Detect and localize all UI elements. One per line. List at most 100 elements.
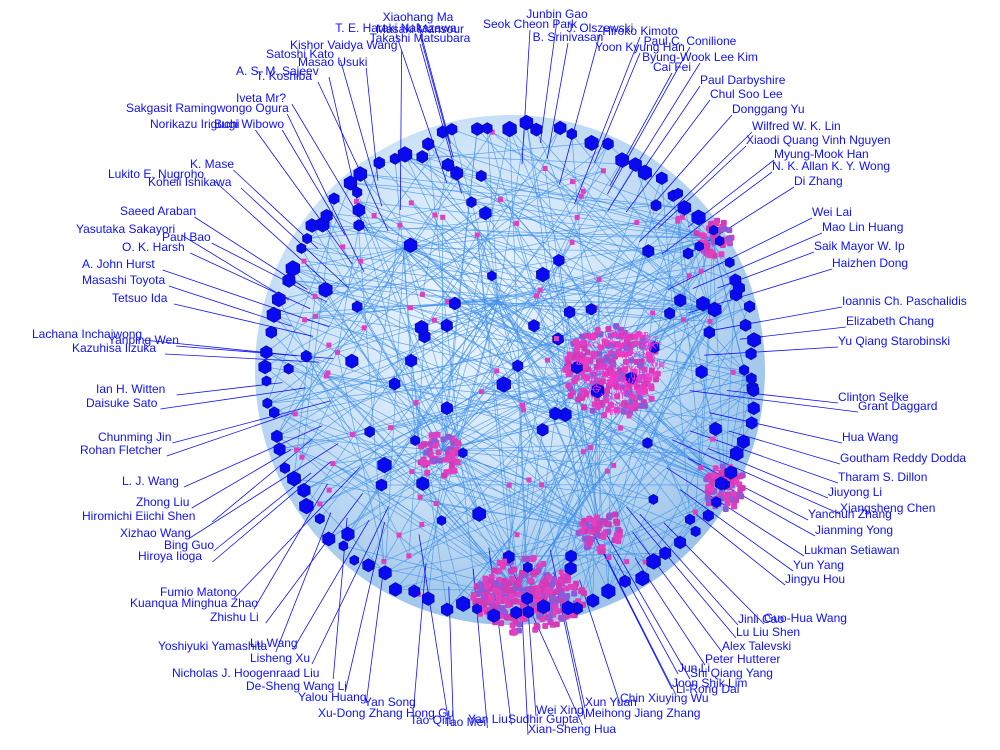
- cluster-label: KC: [609, 374, 622, 384]
- cluster-label: JL: [634, 371, 644, 381]
- leader-line: [395, 33, 448, 184]
- author-node: [271, 291, 286, 308]
- cluster-node: [719, 463, 726, 470]
- edge: [347, 299, 499, 535]
- author-node: [302, 233, 313, 245]
- edge: [273, 314, 731, 473]
- author-node: [549, 406, 562, 421]
- edge: [360, 247, 405, 262]
- author-node: [642, 244, 655, 258]
- minor-node: [494, 368, 500, 374]
- cluster-node: [599, 544, 606, 551]
- edge: [411, 202, 614, 466]
- author-node: [646, 553, 661, 570]
- edge: [325, 289, 752, 379]
- minor-node: [326, 487, 332, 493]
- cluster-label: LS: [590, 382, 601, 392]
- minor-node: [396, 532, 402, 538]
- minor-node: [292, 411, 298, 417]
- edge: [301, 247, 613, 373]
- author-node: [739, 318, 752, 332]
- leader-line: [559, 33, 601, 185]
- cluster-node: [552, 603, 559, 610]
- minor-node: [294, 447, 300, 453]
- cluster-node: [623, 338, 630, 345]
- author-node: [261, 375, 272, 387]
- author-label: Norikazu Iriguchi: [150, 117, 239, 131]
- edge: [326, 215, 519, 591]
- minor-node: [408, 200, 414, 206]
- cluster-node: [434, 431, 441, 438]
- author-label: Meihong Jiang Zhang: [585, 706, 700, 720]
- cluster-node: [442, 456, 449, 463]
- author-node: [349, 554, 360, 566]
- cluster-node: [583, 356, 590, 363]
- leader-line: [413, 563, 427, 709]
- author-node: [642, 437, 653, 449]
- cluster-node: [612, 511, 619, 518]
- cluster-label: YZ: [630, 374, 642, 384]
- edge: [724, 280, 736, 486]
- author-label: Chul Soo Lee: [710, 87, 783, 101]
- edge: [569, 311, 726, 486]
- cluster-node: [424, 469, 431, 476]
- cluster-label: AO: [622, 333, 635, 343]
- minor-node: [408, 305, 413, 311]
- author-node: [322, 531, 336, 547]
- cluster-node: [616, 532, 623, 539]
- edge: [427, 143, 448, 326]
- edge: [306, 355, 529, 568]
- author-node: [446, 123, 458, 136]
- author-node: [475, 169, 487, 182]
- cluster-label: WH: [644, 339, 659, 349]
- cluster-label: ZS: [618, 382, 630, 392]
- cluster-node: [596, 350, 603, 357]
- edge: [456, 172, 715, 310]
- cluster-node: [601, 531, 608, 537]
- edge: [306, 355, 726, 486]
- author-node: [282, 273, 296, 288]
- author-label: Guo-Hua Wang: [764, 611, 847, 625]
- author-label: Lukman Setiawan: [804, 543, 899, 557]
- leader-line: [639, 513, 739, 626]
- author-label: Joon Shik Lim: [672, 676, 747, 690]
- author-node: [405, 353, 418, 368]
- author-label: Byung-Wook Lee Kim: [642, 50, 758, 64]
- leader-line: [340, 59, 383, 207]
- author-node: [338, 540, 349, 552]
- author-node: [733, 281, 745, 295]
- edge: [288, 280, 447, 326]
- leader-line: [265, 492, 364, 624]
- cluster-node: [705, 483, 711, 490]
- leader-line: [726, 390, 839, 404]
- cluster-node: [607, 512, 614, 519]
- cluster-node: [547, 619, 554, 626]
- cluster-node: [573, 374, 580, 381]
- edge: [288, 280, 570, 313]
- cluster-node: [623, 345, 630, 352]
- leader-line: [419, 34, 454, 158]
- author-node: [566, 128, 577, 140]
- edge: [303, 260, 711, 311]
- cluster-label: HM: [636, 343, 650, 353]
- minor-node: [642, 559, 648, 565]
- author-node: [571, 360, 583, 375]
- edge: [743, 370, 745, 442]
- cluster-node: [566, 351, 573, 358]
- author-node: [673, 187, 684, 200]
- edge: [358, 225, 726, 486]
- minor-node: [330, 461, 336, 467]
- edge: [306, 237, 713, 357]
- author-node: [351, 300, 363, 313]
- author-node: [737, 434, 750, 450]
- edge: [456, 172, 713, 239]
- author-label: Clinton Selke: [838, 390, 909, 404]
- author-node: [262, 397, 273, 409]
- minor-node: [326, 342, 332, 348]
- edge: [462, 270, 702, 605]
- leader-line: [671, 439, 841, 515]
- leader-line: [652, 114, 733, 205]
- cluster-node: [579, 333, 586, 340]
- minor-node: [419, 291, 425, 297]
- edge: [273, 247, 405, 316]
